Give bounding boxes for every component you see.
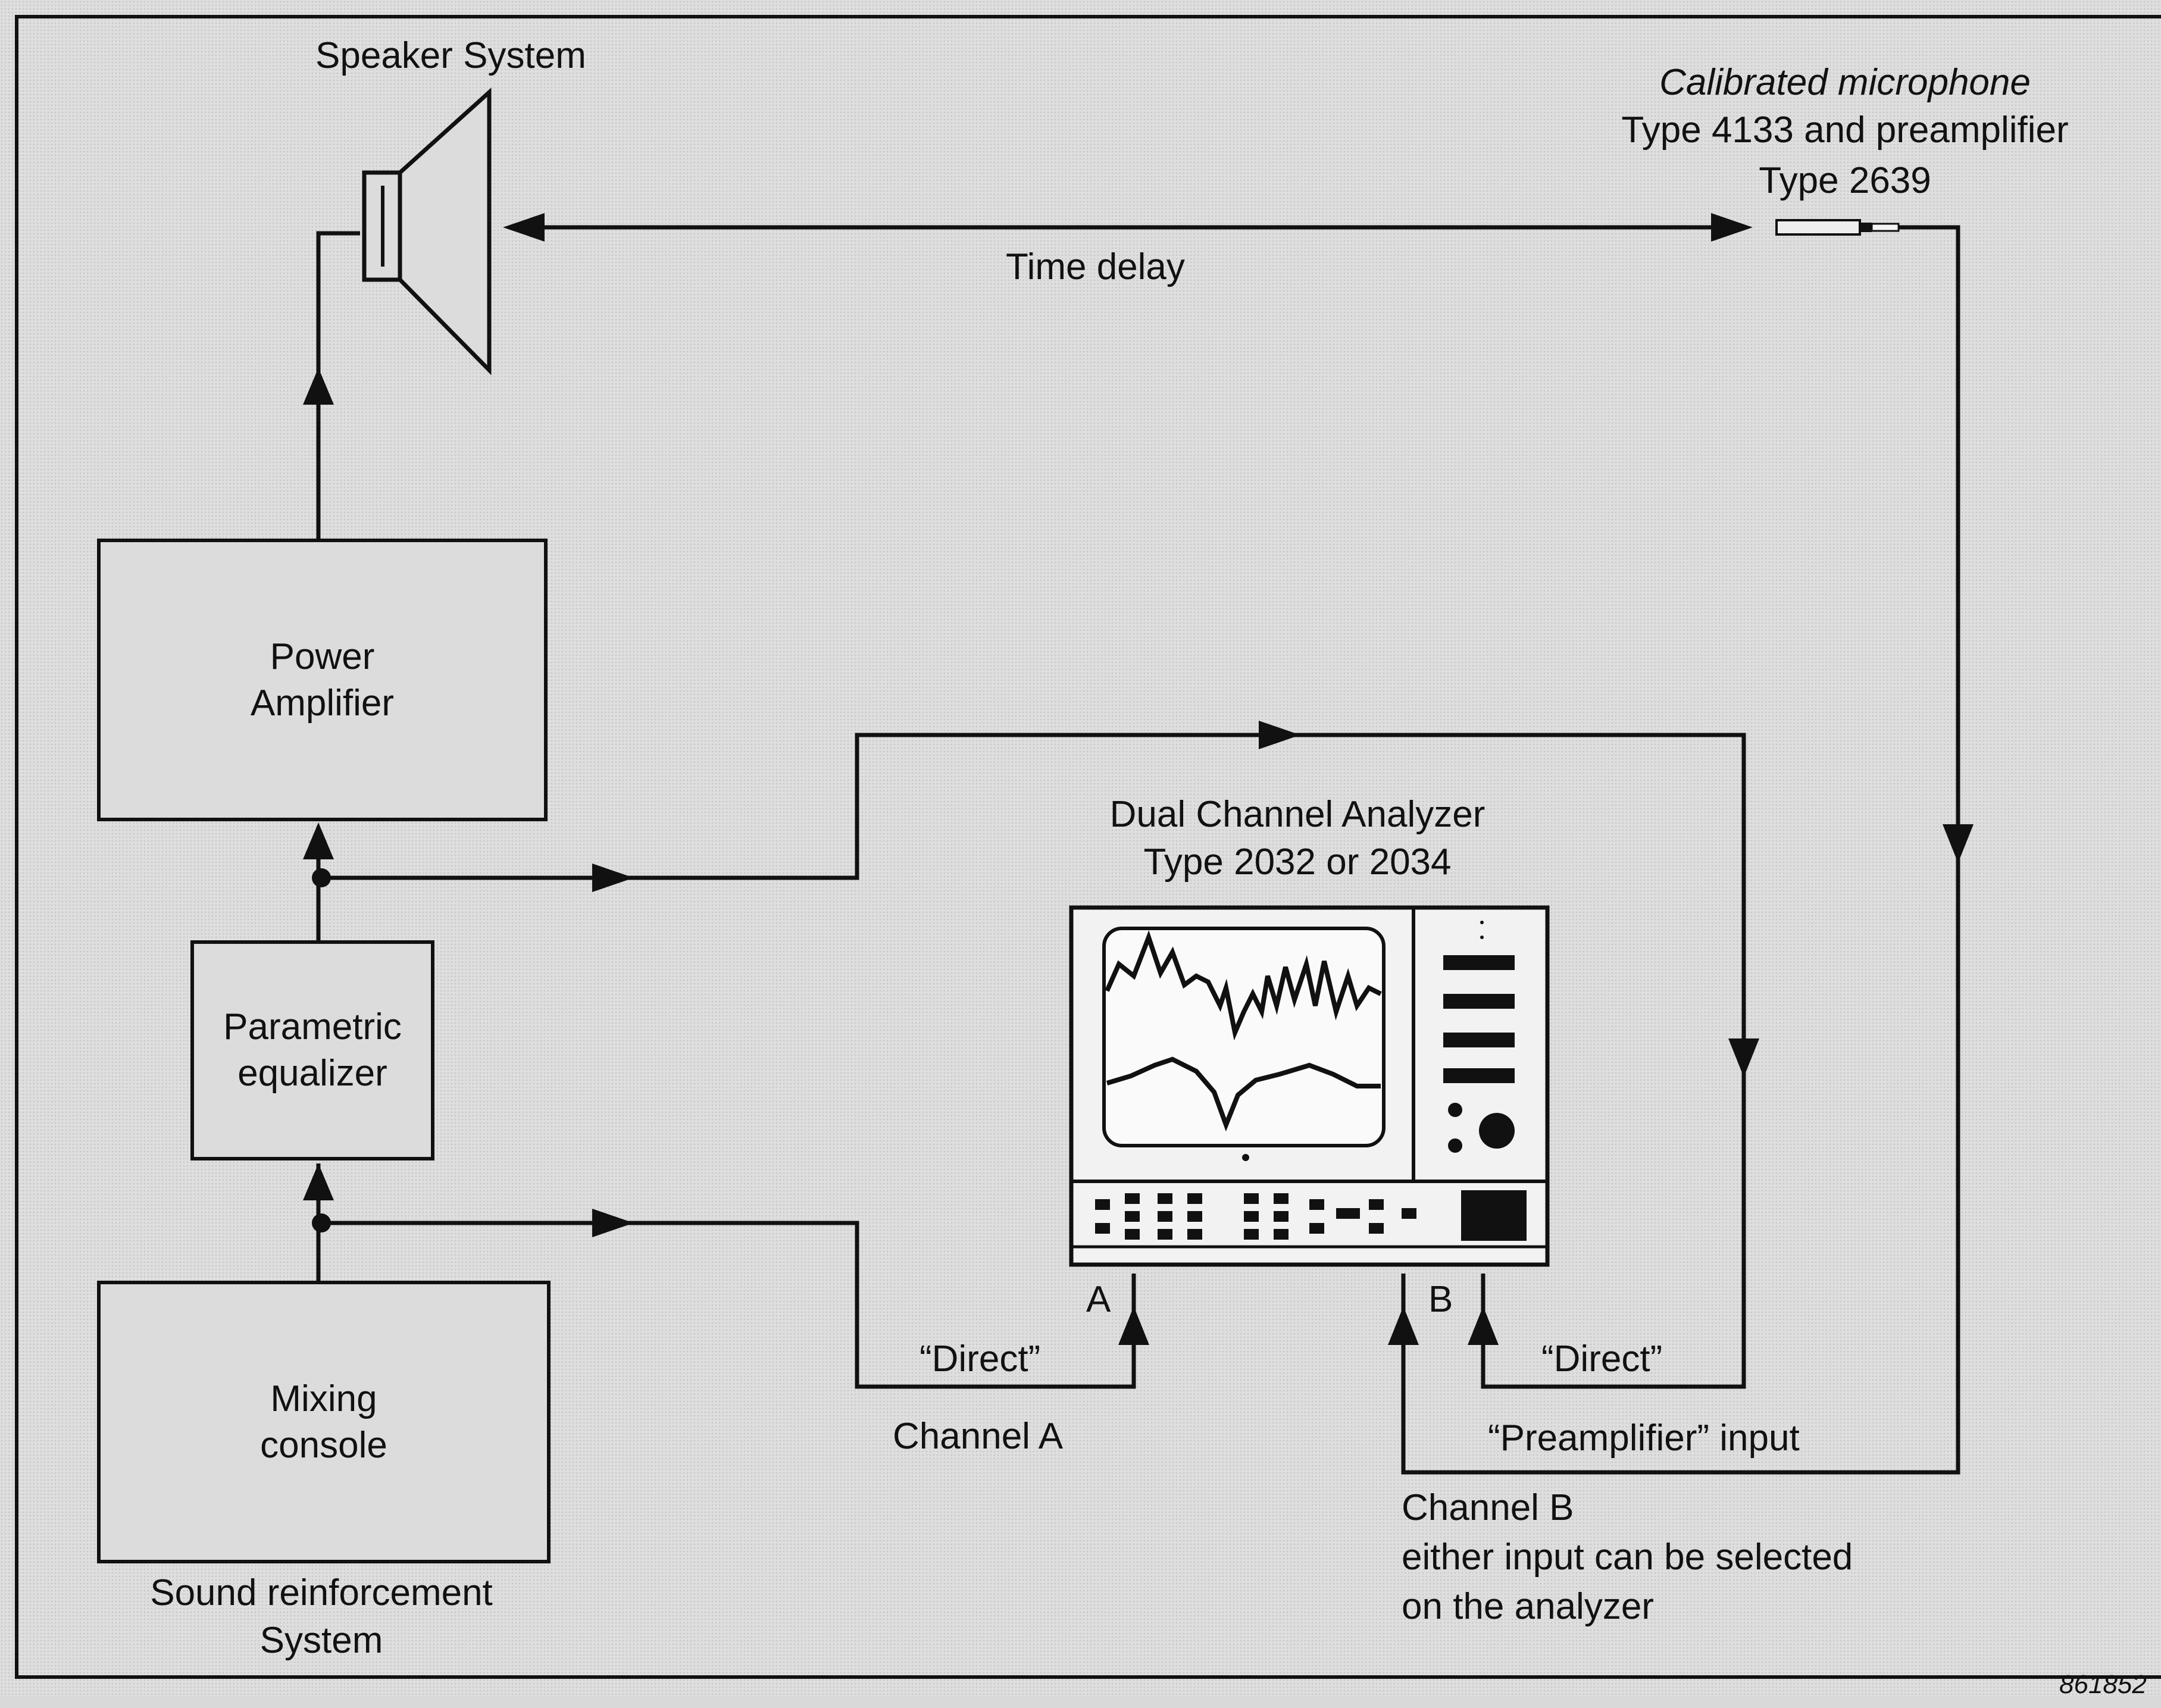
speaker-system-label: Speaker System [315, 35, 586, 76]
arrow-up-b-direct [1468, 1306, 1499, 1345]
analyzer-label-line1: Dual Channel Analyzer [1109, 794, 1486, 835]
preamplifier-input-label: “Preamplifier” input [1488, 1418, 1800, 1459]
sound-reinforcement-line2: System [259, 1620, 383, 1661]
arrow-right-tap2 [592, 1209, 634, 1237]
analyzer-screen [1102, 927, 1386, 1147]
arrow-down-b-direct [1728, 1038, 1759, 1077]
screen-trace-2 [1106, 1056, 1381, 1132]
connection-lines [316, 225, 1960, 1475]
channel-b-direct-line [321, 733, 1746, 1389]
channel-b-direct-label: “Direct” [1541, 1338, 1663, 1379]
microphone-label-line2: Type 4133 and preamplifier [1621, 110, 2069, 151]
arrow-right-tap1 [592, 864, 634, 892]
power-amplifier-label: Power Amplifier [250, 636, 395, 724]
screen-trace-1 [1105, 930, 1382, 1041]
arrow-up-speaker [303, 368, 334, 405]
arrow-right-mic [1711, 213, 1753, 242]
arrow-up-b-preamp [1388, 1306, 1419, 1345]
mixing-console-label: Mixing console [260, 1378, 387, 1466]
port-b-label: B [1428, 1279, 1453, 1320]
channel-b-label-line2: either input can be selected [1402, 1537, 1853, 1578]
arrowheads [303, 213, 1974, 1345]
analyzer-knobs [1443, 921, 1515, 1153]
arrow-right-top [1259, 721, 1300, 749]
arrow-up-amp [303, 822, 334, 859]
junction-dot [312, 1213, 331, 1232]
time-delay-label: Time delay [1006, 246, 1185, 287]
channel-a-label: Channel A [893, 1416, 1064, 1457]
arrow-up-eq [303, 1163, 334, 1200]
analyzer-keypad [1095, 1190, 1527, 1241]
figure-frame [15, 15, 2161, 1679]
microphone-icon [1775, 219, 1900, 236]
arrow-up-a [1118, 1306, 1149, 1345]
channel-a-direct-label: “Direct” [920, 1338, 1041, 1379]
channel-b-label-line3: on the analyzer [1402, 1586, 1654, 1627]
mixing-console-box: Mixing console [97, 1281, 551, 1563]
parametric-equalizer-label: Parametric equalizer [223, 1006, 402, 1094]
microphone-cable [1401, 225, 1960, 1475]
port-a-label: A [1086, 1279, 1111, 1320]
sound-reinforcement-line1: Sound reinforcement [150, 1572, 493, 1613]
channel-b-label-line1: Channel B [1402, 1487, 1574, 1528]
junction-dot [312, 868, 331, 887]
microphone-label-line3: Type 2639 [1759, 160, 1931, 201]
arrow-down-mic [1943, 824, 1974, 863]
channel-a-direct-line [321, 1221, 1136, 1389]
analyzer-label-line2: Type 2032 or 2034 [1143, 842, 1452, 883]
power-amplifier-box: Power Amplifier [97, 539, 548, 821]
amp-to-speaker-line [316, 231, 360, 539]
speaker-icon [362, 87, 492, 376]
microphone-label-line1: Calibrated microphone [1659, 62, 2031, 103]
arrow-left-speaker [503, 213, 545, 242]
figure-id: 861852 [2059, 1670, 2147, 1699]
analyzer-icon [1069, 905, 1550, 1267]
parametric-equalizer-box: Parametric equalizer [190, 940, 434, 1160]
